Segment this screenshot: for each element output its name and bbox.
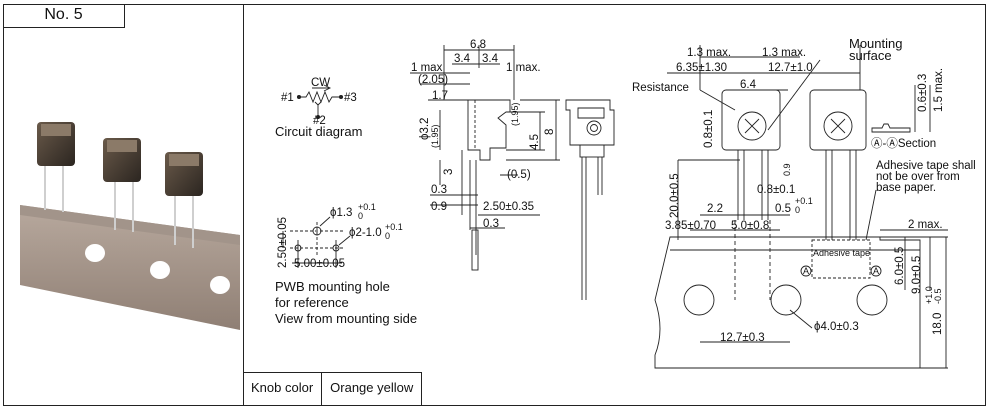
circuit-pin1-label: #1 [281,92,294,104]
side-dim-03a: 0.3 [431,184,447,196]
product-photo [20,122,240,330]
front-view-drawing [565,99,615,300]
pwb-hole1-tol2: 0 [358,211,363,221]
side-dim-17: 1.7 [432,90,448,102]
pwb-hole-layout [282,216,351,268]
circuit-cw-label: CW [311,77,330,89]
tape-dim-15: 1.5 max. [933,68,945,112]
knob-color-value: Orange yellow [330,380,414,395]
taping-drawing [654,45,948,369]
pwb-hole2-tol2: 0 [385,231,390,241]
side-width-b: 3.4 [482,53,499,65]
pwb-caption-3: View from mounting side [275,311,417,326]
tape-dim-508: 5.0±0.8 [731,220,769,232]
pwb-pitch-vertical: 2.50±0.05 [277,217,289,268]
tape-dim-40: ϕ4.0±0.3 [814,321,859,333]
model-number: No. 5 [44,6,83,23]
tape-dim-05b-tol2: 0 [795,205,800,215]
pwb-caption-2: for reference [275,295,349,310]
pwb-caption-1: PWB mounting hole [275,279,390,294]
tape-dim-06: 0.6±0.3 [917,74,929,112]
pwb-hole1-dim: ϕ1.3 [330,207,352,219]
side-dim-03b: 0.3 [483,218,499,230]
pwb-hole1-tol: +0.1 [358,202,376,212]
model-number-box: No. 5 [3,4,125,28]
tape-dim-08b: 0.8±0.1 [757,184,795,196]
side-1max-left: 1 max [411,62,443,74]
side-view-drawing [410,45,560,271]
side-dim-45: 4.5 [529,134,541,150]
side-dim-250: 2.50±0.35 [483,201,534,213]
resistance-label: Resistance [632,82,689,94]
side-dim-09: 0.9 [431,201,447,213]
tape-dim-90: 9.0±0.5 [911,256,923,294]
outer-frame [3,4,986,406]
tape-dim-200: 20.0±0.5 [669,173,681,218]
tape-dim-180-tol: +1.0 [924,286,934,304]
tape-dim-22: 2.2 [707,203,723,215]
side-dim-32: ϕ3.2 [419,118,431,140]
tape-dim-180-tol2: -0.5 [933,288,943,304]
adhesive-tape-label: Adhesive tape [813,248,870,258]
circuit-pin2-label: #2 [313,115,326,127]
knob-color-label: Knob color [243,373,323,406]
tape-dim-180: 18.0 [932,313,944,335]
pwb-pitch-horizontal: 5.00±0.05 [294,258,345,270]
side-1max-right: 1 max. [506,62,541,74]
tape-max13b: 1.3 max. [762,47,806,59]
side-dim-195b: (1.95) [510,102,520,126]
section-marker-a-right: A [873,266,879,276]
side-dim-05: (0.5) [507,169,531,181]
tape-dim-05b-tol: +0.1 [795,196,813,206]
tape-dim-127b: 12.7±0.3 [720,332,765,344]
pwb-hole2-tol: +0.1 [385,222,403,232]
side-dim-3: 3 [443,169,455,175]
circuit-diagram [296,84,344,120]
tape-dim-2max: 2 max. [908,219,943,231]
tape-dim-60: 6.0±0.5 [894,247,906,285]
side-width-total: 6.8 [470,39,486,51]
side-width-a: 3.4 [454,53,471,65]
knob-color-table: Knob color Orange yellow [243,372,423,406]
tape-dim-09: 0.9 [782,163,792,176]
tape-dim-635: 6.35±1.30 [676,62,727,74]
mounting-surface-label-2: surface [849,48,892,63]
tape-dim-64: 6.4 [740,79,757,91]
tape-dim-08a: 0.8±0.1 [703,110,715,148]
tape-dim-385: 3.85±0.70 [665,220,716,232]
section-label: Ⓐ-ⒶSection [871,137,936,150]
circuit-pin3-label: #3 [344,92,357,104]
tape-dim-05b: 0.5 [775,203,791,215]
adhesive-note-3: base paper. [876,182,936,194]
tape-max13a: 1.3 max. [687,47,731,59]
panel-divider [243,4,244,406]
mounting-surface-label-1: Mounting [849,36,902,51]
side-dim-205: (2.05) [418,74,448,86]
adhesive-note-2: not be over from [876,171,960,183]
side-dim-8: 8 [544,129,556,135]
side-dim-195a: (1.95) [430,124,440,148]
tape-dim-127a: 12.7±1.0 [768,62,813,74]
adhesive-note-1: Adhesive tape shall [876,160,976,172]
section-marker-a-left: A [803,266,809,276]
circuit-caption: Circuit diagram [275,124,362,139]
pwb-hole2-dim: ϕ2-1.0 [349,227,382,239]
